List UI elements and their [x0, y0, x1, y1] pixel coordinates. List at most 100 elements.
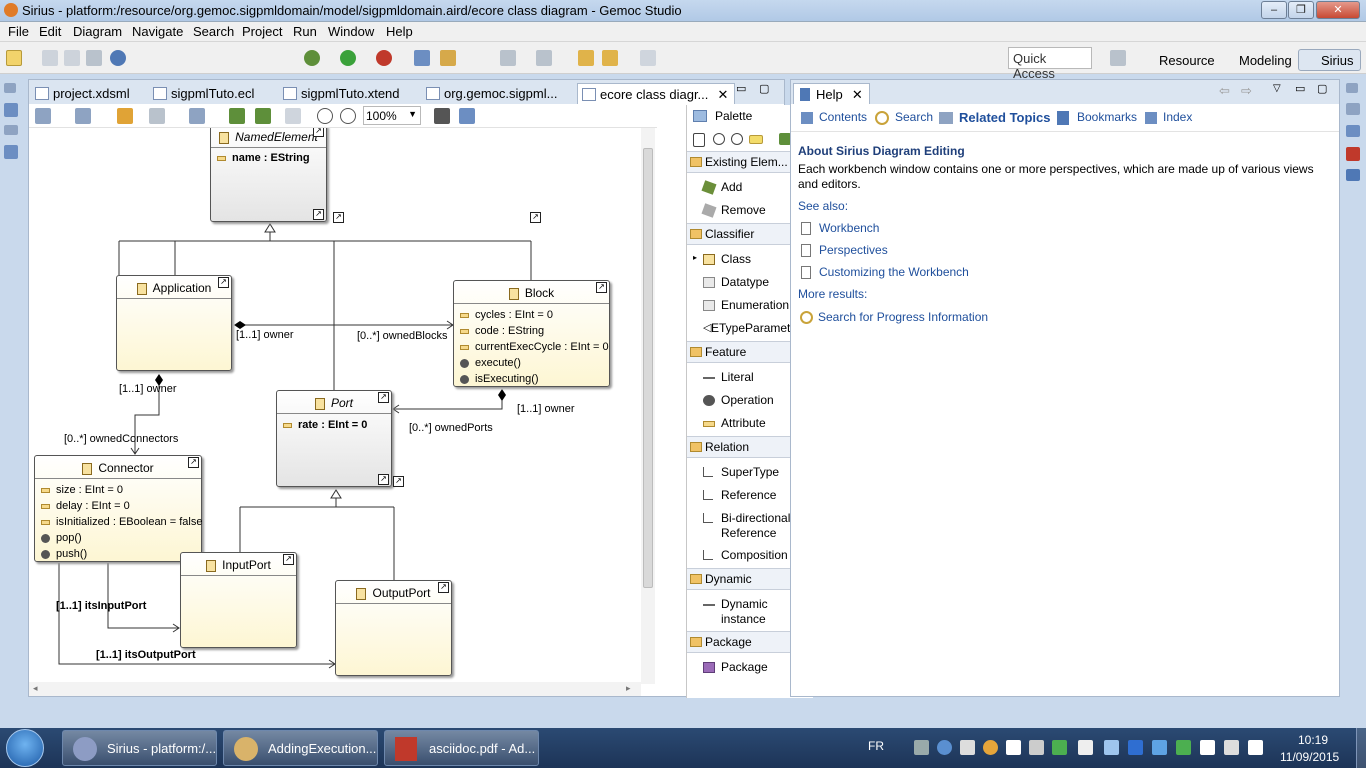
view-menu-icon[interactable]: ▽: [1273, 83, 1281, 94]
attribute-row[interactable]: currentExecCycle : EInt = 0: [460, 341, 609, 353]
palette-item-package[interactable]: Package: [703, 660, 768, 674]
annotation-icon[interactable]: [536, 50, 552, 66]
close-button[interactable]: ✕: [1316, 1, 1360, 19]
operation-row[interactable]: isExecuting(): [460, 373, 539, 385]
class-named-element[interactable]: NamedElement name : EString ↗ ↗: [210, 128, 327, 222]
menu-file[interactable]: File: [8, 24, 29, 39]
edge-label-conn-owner[interactable]: [1..1] owner: [119, 383, 177, 395]
last-edit-icon[interactable]: [578, 50, 594, 66]
back-icon[interactable]: [602, 50, 618, 66]
expand-icon[interactable]: ▸: [693, 253, 698, 262]
tab-sigpmltuto-xtend[interactable]: sigpmlTuto.xtend: [279, 83, 406, 104]
navigate-icon[interactable]: ↗: [283, 554, 294, 565]
tray-icon[interactable]: [983, 740, 998, 755]
tab-sigpmltuto-ecl[interactable]: sigpmlTuto.ecl: [149, 83, 260, 104]
forward-icon[interactable]: ⇨: [1241, 83, 1252, 98]
attribute-row[interactable]: isInitialized : EBoolean = false: [41, 516, 202, 528]
palette-item-reference[interactable]: Reference: [703, 488, 776, 502]
palette-item-class[interactable]: ▸Class: [693, 252, 751, 266]
quick-access-input[interactable]: Quick Access: [1008, 47, 1092, 81]
diagram-canvas[interactable]: NamedElement name : EString ↗ ↗ ↗ ↗ Appl…: [29, 128, 657, 684]
tray-icon[interactable]: [937, 740, 952, 755]
navigate-icon[interactable]: ↗: [333, 212, 344, 223]
scroll-left-icon[interactable]: ◂: [33, 683, 38, 693]
model-explorer-icon[interactable]: [4, 103, 18, 117]
navigate-icon[interactable]: ↗: [378, 474, 389, 485]
palette-item-remove[interactable]: Remove: [701, 203, 766, 218]
save-icon[interactable]: [42, 50, 58, 66]
tab-ecore-class-diagram[interactable]: ecore class diagr...✕: [577, 83, 736, 104]
export-icon[interactable]: [255, 108, 271, 124]
start-button[interactable]: [6, 729, 44, 767]
navigate-icon[interactable]: ↗: [218, 277, 229, 288]
class-block[interactable]: Block cycles : EInt = 0 code : EString c…: [453, 280, 610, 387]
globe-icon[interactable]: [110, 50, 126, 66]
help-nav-bookmarks[interactable]: Bookmarks: [1057, 110, 1137, 125]
edge-label-block-owner[interactable]: [1..1] owner: [517, 403, 575, 415]
navigate-icon[interactable]: ↗: [596, 282, 607, 293]
palette-item-attribute[interactable]: Attribute: [703, 416, 766, 430]
show-desktop-button[interactable]: [1356, 728, 1366, 768]
menu-diagram[interactable]: Diagram: [73, 24, 123, 39]
restore-icon[interactable]: [1346, 83, 1358, 93]
pin-icon[interactable]: [229, 108, 245, 124]
class-connector[interactable]: Connector size : EInt = 0 delay : EInt =…: [34, 455, 202, 562]
taskbar-app-paint[interactable]: AddingExecution...: [223, 730, 378, 766]
menu-help[interactable]: Help: [386, 24, 413, 39]
save-all-icon[interactable]: [64, 50, 80, 66]
class-output-port[interactable]: OutputPort ↗: [335, 580, 452, 676]
palette-item-supertype[interactable]: SuperType: [703, 465, 779, 479]
help-search-link[interactable]: Search for Progress Information: [800, 310, 988, 324]
print-icon[interactable]: [86, 50, 102, 66]
maximize-editor-button[interactable]: ▢: [759, 83, 770, 95]
tray-icon[interactable]: [1052, 740, 1067, 755]
palette-item-operation[interactable]: Operation: [703, 393, 774, 407]
edge-label-its-output-port[interactable]: [1..1] itsOutputPort: [96, 649, 196, 661]
tasks-icon[interactable]: [1346, 125, 1360, 137]
navigate-icon[interactable]: ↗: [378, 392, 389, 403]
tray-icon[interactable]: [1176, 740, 1191, 755]
tab-project-xdsml[interactable]: project.xdsml: [31, 83, 136, 104]
properties-icon[interactable]: [1346, 103, 1360, 115]
help-nav-related-topics[interactable]: Related Topics: [939, 110, 1051, 125]
clock-time[interactable]: 10:19: [1298, 733, 1329, 747]
new-icon[interactable]: [6, 50, 22, 66]
minimize-editor-button[interactable]: ▭: [736, 83, 747, 95]
console-icon[interactable]: [1346, 169, 1360, 181]
tray-icon[interactable]: [1104, 740, 1119, 755]
new-wizard-icon[interactable]: [414, 50, 430, 66]
operation-row[interactable]: pop(): [41, 532, 82, 544]
select-all-icon[interactable]: [35, 108, 51, 124]
back-icon[interactable]: ⇦: [1219, 83, 1230, 98]
horizontal-scrollbar[interactable]: ◂ ▸: [29, 682, 641, 696]
volume-icon[interactable]: [1248, 740, 1263, 755]
connector-tool-icon[interactable]: [779, 133, 791, 145]
palette-item-enumeration[interactable]: Enumeration: [703, 298, 789, 312]
tray-icon[interactable]: [1029, 740, 1044, 755]
tab-org-gemoc-sigpml[interactable]: org.gemoc.sigpml...: [422, 83, 563, 104]
attribute-row[interactable]: cycles : EInt = 0: [460, 309, 553, 321]
help-nav-search[interactable]: Search: [875, 110, 933, 125]
attribute-row[interactable]: size : EInt = 0: [41, 484, 123, 496]
zoom-out-tool-icon[interactable]: [731, 133, 743, 145]
menu-window[interactable]: Window: [328, 24, 375, 39]
debug-icon[interactable]: [304, 50, 320, 66]
attribute-row[interactable]: code : EString: [460, 325, 544, 337]
layout-icon[interactable]: [75, 108, 91, 124]
outline-icon[interactable]: [4, 125, 18, 135]
tab-help[interactable]: Help✕: [793, 83, 870, 104]
forward-icon[interactable]: [640, 50, 656, 66]
note-tool-icon[interactable]: [749, 135, 763, 144]
class-input-port[interactable]: InputPort ↗: [180, 552, 297, 648]
maximize-button[interactable]: ❐: [1288, 1, 1314, 19]
navigate-icon[interactable]: ↗: [393, 476, 404, 487]
navigate-icon[interactable]: ↗: [188, 457, 199, 468]
problems-icon[interactable]: [1346, 147, 1360, 161]
palette-item-datatype[interactable]: Datatype: [703, 275, 769, 289]
palette-item-add[interactable]: Add: [701, 180, 742, 195]
scroll-right-icon[interactable]: ▸: [626, 683, 631, 693]
palette-item-literal[interactable]: Literal: [703, 370, 754, 384]
zoom-in-icon[interactable]: [317, 108, 333, 124]
minimize-view-button[interactable]: ▭: [1295, 83, 1306, 95]
tray-icon[interactable]: [960, 740, 975, 755]
